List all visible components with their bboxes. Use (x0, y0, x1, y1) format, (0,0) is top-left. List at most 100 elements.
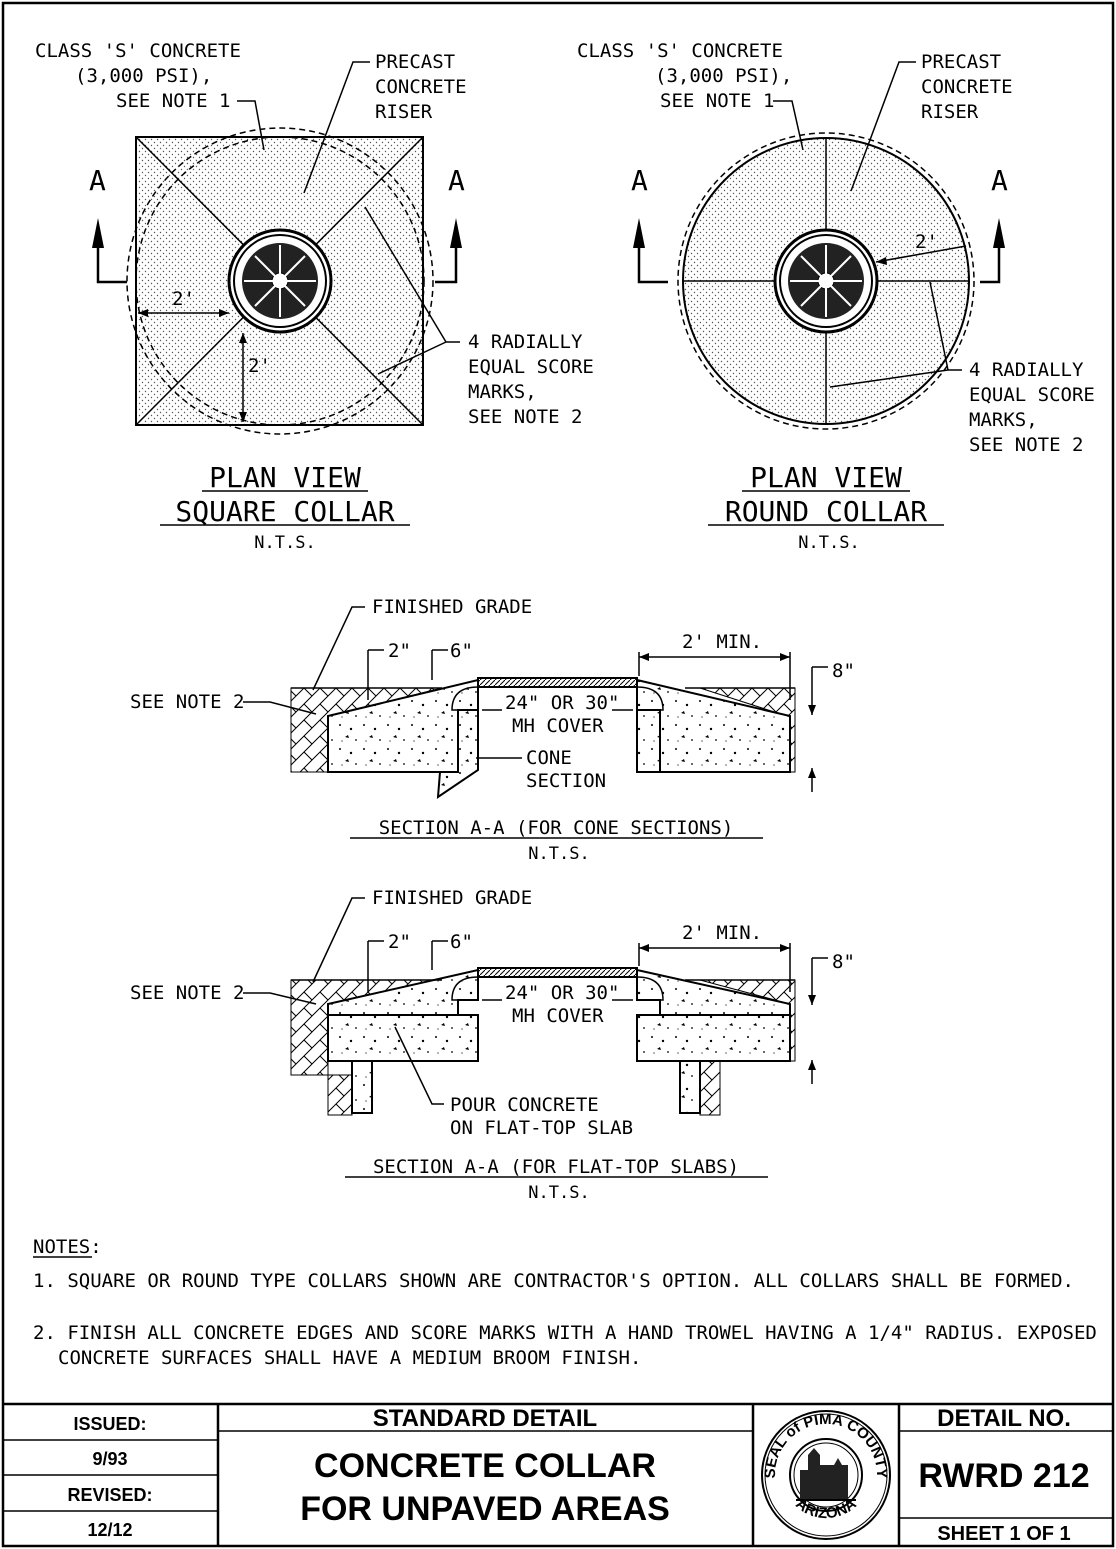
pour-label: POUR CONCRETE (450, 1094, 599, 1116)
cover-label: MH COVER (512, 1005, 604, 1027)
flat-top-slab (636, 1014, 791, 1062)
manhole-cover (227, 228, 333, 334)
detail-title: FOR UNPAVED AREAS (300, 1490, 670, 1528)
score-label: MARKS, (468, 381, 537, 403)
section-cone: 2" 6" 2' MIN. 8" FINISHED GRADE SEE NOTE… (130, 596, 855, 864)
standard-detail-label: STANDARD DETAIL (373, 1405, 597, 1432)
dim-2in: 2" (388, 640, 411, 662)
detail-number: RWRD 212 (918, 1457, 1089, 1495)
riser-label: RISER (375, 101, 433, 123)
section-slab-title: SECTION A-A (FOR FLAT-TOP SLABS) (373, 1156, 739, 1178)
leader-line (773, 100, 804, 151)
dim-2ft-horizontal: 2' (172, 288, 195, 310)
section-cone-title: SECTION A-A (FOR CONE SECTIONS) (379, 817, 734, 839)
plan-round-title: PLAN VIEW (750, 461, 902, 494)
dim-8in: 8" (832, 951, 855, 973)
score-label: EQUAL SCORE (969, 384, 1095, 406)
plan-square-title: SQUARE COLLAR (175, 495, 394, 528)
score-label: 4 RADIALLY (969, 359, 1084, 381)
cone-label: CONE (526, 747, 572, 769)
dim-6in: 6" (450, 931, 473, 953)
pima-county-seal: SEAL of PIMA COUNTY ARIZONA (761, 1410, 891, 1540)
score-label: SEE NOTE 2 (468, 406, 582, 428)
riser-inner-outline (135, 136, 425, 426)
riser-label: CONCRETE (375, 76, 467, 98)
flat-top-slab (327, 1014, 479, 1062)
mh-cover (477, 967, 638, 978)
leader-line (364, 206, 460, 375)
notes: NOTES: 1. SQUARE OR ROUND TYPE COLLARS S… (33, 1236, 1097, 1369)
scale-label: N.T.S. (798, 533, 859, 553)
dim-2ft: 2' (915, 231, 938, 253)
leader-line (850, 61, 916, 192)
dim-2ft-vertical: 2' (248, 355, 271, 377)
score-label: SEE NOTE 2 (969, 434, 1083, 456)
scale-label: N.T.S. (528, 844, 589, 864)
note-1: 1. SQUARE OR ROUND TYPE COLLARS SHOWN AR… (33, 1270, 1074, 1292)
notes-heading: NOTES: (33, 1236, 102, 1258)
score-label: EQUAL SCORE (468, 356, 594, 378)
leader-line (303, 61, 370, 194)
riser-label: CONCRETE (921, 76, 1013, 98)
note-2: 2. FINISH ALL CONCRETE EDGES AND SCORE M… (33, 1322, 1097, 1344)
plan-round-title: ROUND COLLAR (725, 495, 927, 528)
riser-label: RISER (921, 101, 979, 123)
cover-label: 24" OR 30" (505, 982, 619, 1004)
revised-value: 12/12 (87, 1520, 132, 1540)
dim-line (875, 245, 967, 263)
score-label: 4 RADIALLY (468, 331, 583, 353)
class-s-label: CLASS 'S' CONCRETE (577, 40, 783, 62)
cone-label: SECTION (526, 770, 606, 792)
see-note-label: SEE NOTE 2 (130, 982, 244, 1004)
plan-view-round: 2' A A CLASS 'S' CONCRETE (3,000 PSI), S… (577, 40, 1095, 553)
leader-line (312, 606, 365, 691)
finished-grade-label: FINISHED GRADE (372, 596, 532, 618)
issued-label: ISSUED: (73, 1414, 146, 1434)
section-slab: 2" 6" 2' MIN. 8" FINISHED GRADE SEE NOTE… (130, 887, 855, 1203)
scale-label: N.T.S. (528, 1183, 589, 1203)
revised-label: REVISED: (67, 1485, 152, 1505)
dim-2ft-min: 2' MIN. (682, 922, 762, 944)
leader-line (243, 992, 317, 1005)
leader-line (394, 1026, 444, 1105)
scale-label: N.T.S. (254, 533, 315, 553)
leader-line (237, 100, 265, 151)
cover-label: 24" OR 30" (505, 692, 619, 714)
section-mark-a: A (89, 164, 106, 197)
see-note-label: SEE NOTE 2 (130, 691, 244, 713)
leader-line (243, 701, 317, 715)
section-mark-a: A (448, 164, 465, 197)
class-s-label: CLASS 'S' CONCRETE (35, 40, 241, 62)
title-block: ISSUED: 9/93 REVISED: 12/12 STANDARD DET… (3, 1402, 1113, 1546)
finished-grade-label: FINISHED GRADE (372, 887, 532, 909)
detail-no-label: DETAIL NO. (937, 1405, 1071, 1432)
leader-line (829, 281, 962, 388)
pour-label: ON FLAT-TOP SLAB (450, 1117, 633, 1139)
dim-6in: 6" (450, 640, 473, 662)
detail-title: CONCRETE COLLAR (314, 1447, 656, 1485)
riser-outline (677, 132, 975, 430)
manhole-cover (773, 228, 879, 334)
riser-label: PRECAST (375, 51, 455, 73)
dim-2ft-min: 2' MIN. (682, 631, 762, 653)
note-2: CONCRETE SURFACES SHALL HAVE A MEDIUM BR… (58, 1347, 641, 1369)
class-s-label: (3,000 PSI), (655, 65, 792, 87)
class-s-label: SEE NOTE 1 (116, 90, 230, 112)
plan-view-square: 2' 2' A A CLASS 'S' CONCRETE (3,000 PSI)… (35, 40, 594, 553)
dim-2in: 2" (388, 931, 411, 953)
dim-8in: 8" (832, 660, 855, 682)
leader-line (312, 897, 365, 983)
class-s-label: (3,000 PSI), (75, 65, 212, 87)
score-label: MARKS, (969, 409, 1038, 431)
issued-value: 9/93 (92, 1449, 127, 1469)
section-mark-a: A (631, 164, 648, 197)
cover-label: MH COVER (512, 715, 604, 737)
riser-label: PRECAST (921, 51, 1001, 73)
mh-cover (477, 677, 638, 688)
plan-square-title: PLAN VIEW (209, 461, 361, 494)
sheet-number: SHEET 1 OF 1 (937, 1523, 1070, 1545)
section-mark-a: A (991, 164, 1008, 197)
